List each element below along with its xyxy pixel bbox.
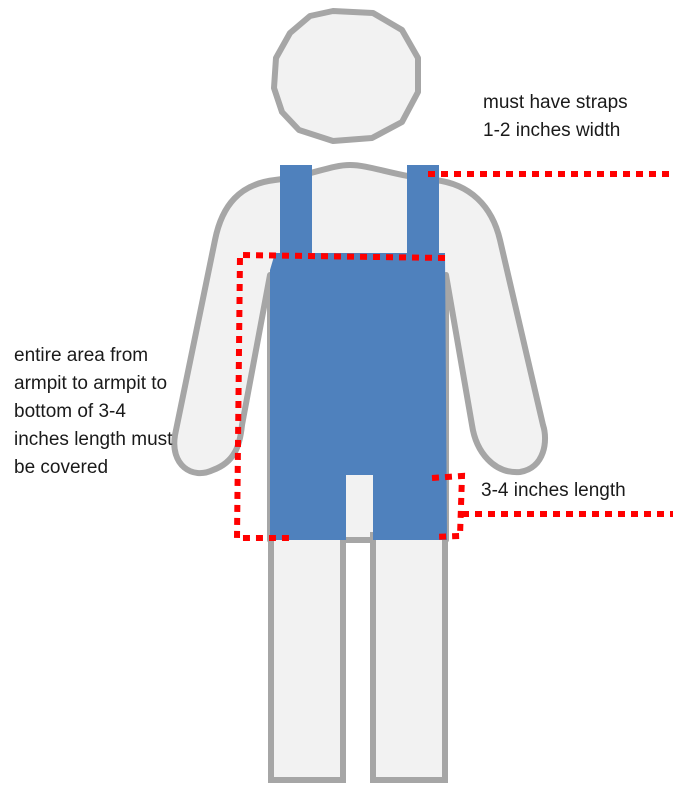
- left-strap: [280, 165, 312, 260]
- head: [274, 11, 418, 141]
- coverage-annotation-line: entire area from: [14, 342, 172, 370]
- straps-annotation: must have straps 1-2 inches width: [483, 89, 628, 145]
- straps-annotation-line: 1-2 inches width: [483, 117, 628, 145]
- coverage-annotation-line: armpit to armpit to: [14, 370, 172, 398]
- coverage-annotation-line: inches length must: [14, 426, 172, 454]
- straps-annotation-line: must have straps: [483, 89, 628, 117]
- right-leg: [373, 535, 445, 780]
- length-annotation: 3-4 inches length: [481, 477, 626, 505]
- left-leg: [271, 535, 343, 780]
- coverage-annotation-line: be covered: [14, 454, 172, 482]
- coverage-annotation-line: bottom of 3-4: [14, 398, 172, 426]
- length-annotation-line: 3-4 inches length: [481, 477, 626, 505]
- right-strap: [407, 165, 439, 260]
- coverage-annotation: entire area from armpit to armpit to bot…: [14, 342, 172, 482]
